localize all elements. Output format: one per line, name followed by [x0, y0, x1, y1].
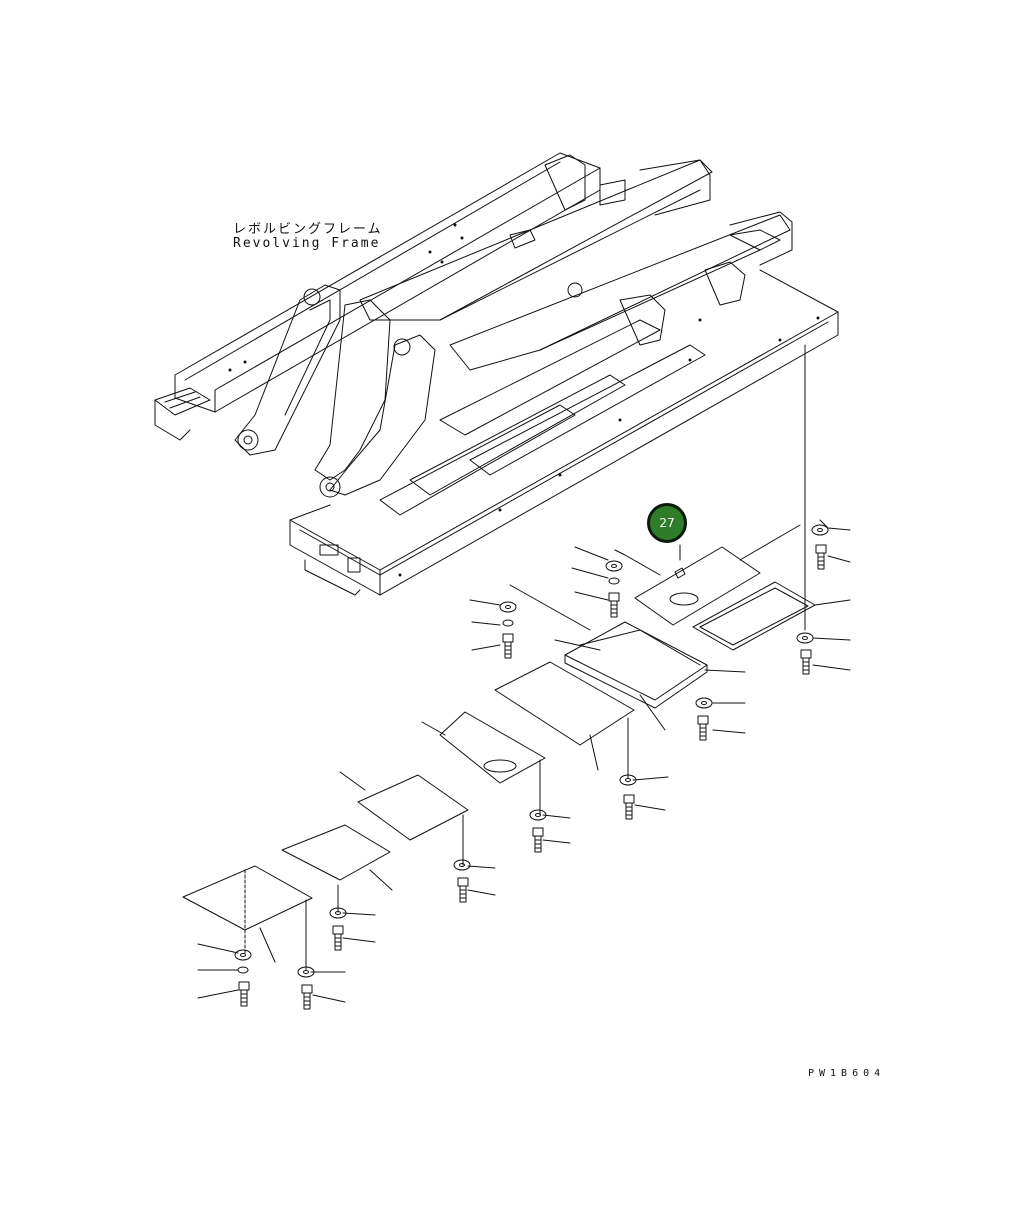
bolts	[238, 544, 827, 1010]
revolving-frame	[154, 152, 839, 596]
callout-27[interactable]: 27	[647, 503, 687, 543]
frame-label-english: Revolving Frame	[233, 236, 381, 251]
undercovers	[182, 546, 816, 956]
leader-lines	[197, 344, 851, 1003]
frame-label-japanese: レボルビングフレーム	[233, 222, 383, 237]
washers	[234, 524, 829, 978]
drawing-code: PW1B604	[808, 1068, 886, 1079]
